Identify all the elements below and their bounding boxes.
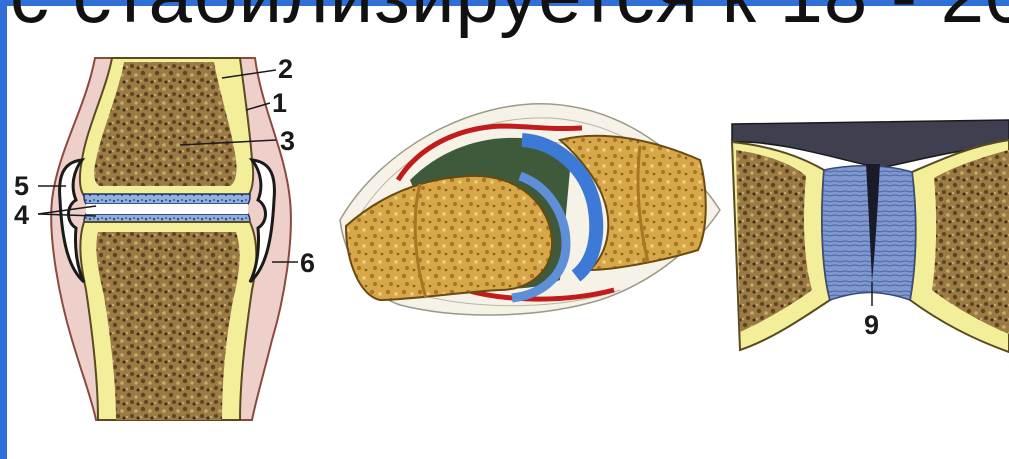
label-6: 6 bbox=[300, 248, 315, 278]
upper-articular-cartilage bbox=[84, 194, 250, 204]
label-5: 5 bbox=[14, 171, 29, 201]
symphysis-joint-figure: 9 bbox=[732, 120, 1009, 352]
ball-socket-joint-figure bbox=[340, 104, 720, 315]
label-4: 4 bbox=[14, 200, 29, 230]
joint-cavity bbox=[86, 204, 248, 214]
label-9: 9 bbox=[864, 310, 879, 340]
lower-bone-spongy bbox=[96, 232, 239, 420]
label-3: 3 bbox=[280, 126, 295, 156]
label-2: 2 bbox=[278, 54, 293, 84]
label-1: 1 bbox=[272, 88, 287, 118]
synovial-joint-figure: 2 1 3 5 4 6 bbox=[14, 54, 315, 420]
